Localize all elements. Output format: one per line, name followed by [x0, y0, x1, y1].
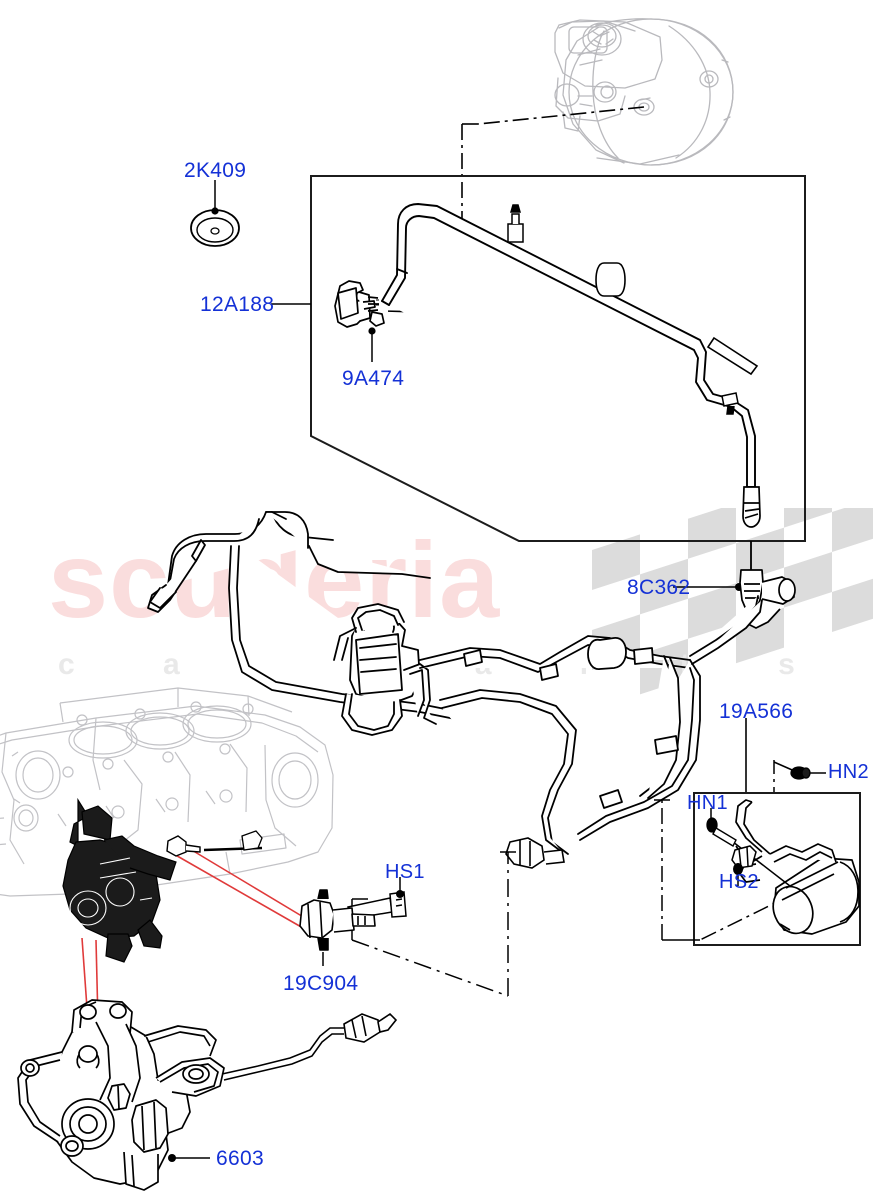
leader-dot-HS1 [396, 890, 404, 898]
vacuum-pump-on-engine [62, 797, 177, 963]
nut-HN2 [790, 766, 811, 780]
leader-dot-9A474 [368, 327, 376, 335]
nut-HN1 [706, 817, 718, 833]
callout-label-9A474[interactable]: 9A474 [342, 367, 405, 390]
callout-label-8C362[interactable]: 8C362 [627, 576, 691, 599]
callout-label-HS2[interactable]: HS2 [719, 871, 759, 893]
pipe-bracket-flat [706, 336, 759, 376]
vacuum-hose-network [147, 511, 763, 855]
air-suspension-compressor [735, 799, 860, 935]
hose-end-connector [505, 837, 565, 869]
callout-label-HS1[interactable]: HS1 [385, 861, 425, 883]
highlight-leader-lines [171, 848, 306, 929]
vacuum-solenoid-valve [334, 280, 385, 328]
booster-leader-line [477, 106, 645, 125]
callout-label-HN2[interactable]: HN2 [828, 761, 869, 783]
engine-connector [241, 830, 263, 851]
compressor-detail-box [693, 792, 861, 946]
pipe-clip-lower [721, 392, 739, 415]
bolt-HN1-shaft [712, 827, 737, 847]
upper-detail-box [310, 175, 806, 542]
blanking-cap-2K409 [190, 209, 240, 247]
brake-booster-assembly [554, 18, 734, 166]
callout-label-HN1[interactable]: HN1 [687, 792, 728, 814]
valve-ribs [376, 299, 379, 306]
sensor-19C904 [299, 889, 376, 951]
pipe-clip-upper [507, 204, 524, 243]
pump-sensor-hose-6603 [221, 1027, 344, 1081]
callout-label-2K409[interactable]: 2K409 [184, 159, 247, 182]
leader-HN2-to-part [773, 761, 800, 774]
dashdot-leader-19C904 [351, 852, 509, 997]
vacuum-pump-detail-lines [69, 857, 153, 926]
vacuum-pump-assembly-6603 [17, 999, 225, 1191]
leader-dot-6603 [168, 1154, 176, 1162]
screw-HS2 [731, 845, 757, 869]
callout-label-6603[interactable]: 6603 [216, 1147, 264, 1170]
callout-label-19A566[interactable]: 19A566 [719, 700, 794, 723]
callout-label-19C904[interactable]: 19C904 [283, 972, 359, 995]
callout-label-12A188[interactable]: 12A188 [200, 293, 275, 316]
pipe-end-fitting [742, 486, 761, 528]
engine-sensor-small [166, 835, 201, 857]
pump-sensor-connector-6603 [343, 1012, 398, 1043]
leader-dot-2K409 [211, 207, 219, 215]
booster-vacuum-pipe [381, 203, 756, 488]
nut-HS2 [733, 863, 743, 875]
pipe-grommet [595, 262, 626, 297]
